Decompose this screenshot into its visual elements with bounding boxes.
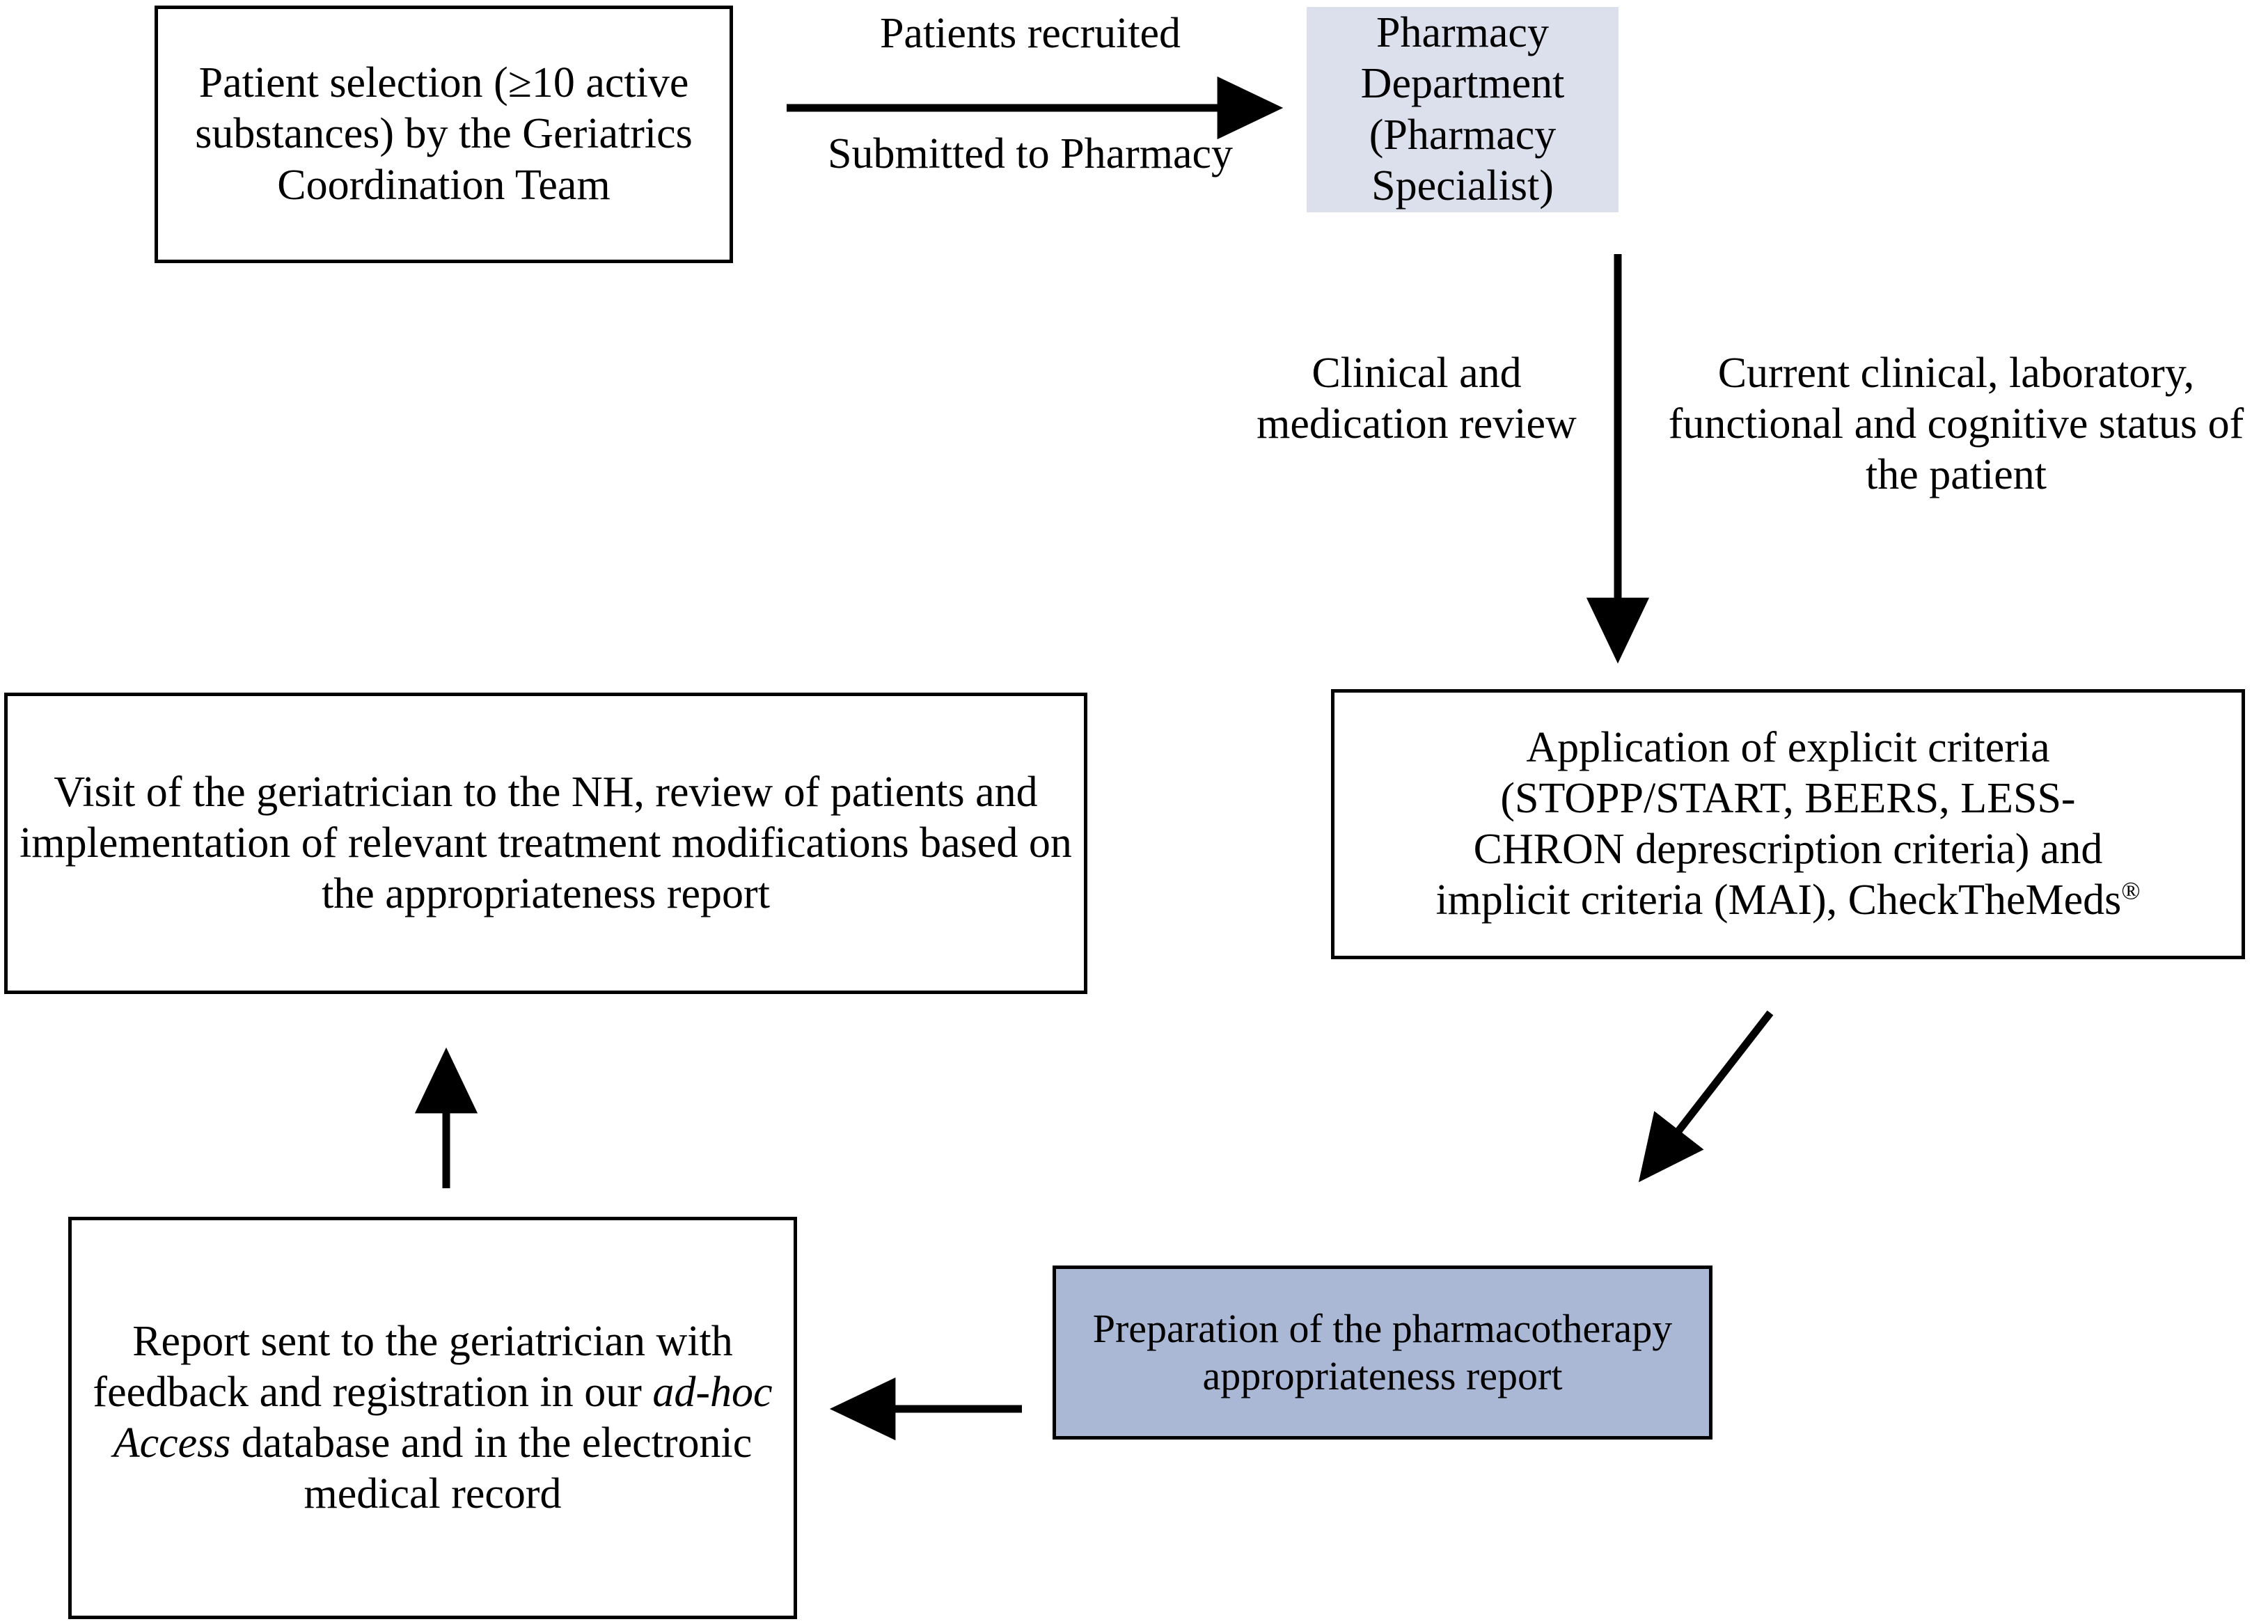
edge-label-current-status: Current clinical, laboratory, functional…: [1668, 349, 2244, 499]
edge-label-patients-recruited: Patients recruited: [879, 10, 1181, 57]
node-patient-selection: Patient selection (≥10 active substances…: [155, 6, 733, 263]
node-geriatrician-visit-label: Visit of the geriatrician to the NH, rev…: [19, 768, 1072, 918]
node-geriatrician-visit: Visit of the geriatrician to the NH, rev…: [4, 693, 1087, 994]
node-criteria-line-4-text: implicit criteria (MAI), CheckTheMeds: [1435, 876, 2122, 924]
node-preparation-label: Preparation of the pharmacotherapy appro…: [1092, 1305, 1673, 1398]
node-pharmacy-department-label: Pharmacy Department (Pharmacy Specialist…: [1360, 9, 1565, 210]
node-report-sent-label: Report sent to the geriatrician with fee…: [72, 1316, 794, 1520]
node-criteria-line-4: implicit criteria (MAI), CheckTheMeds®: [1435, 876, 2140, 924]
arrow-criteria-to-preparation: [1638, 1010, 1774, 1183]
node-criteria-label: Application of explicit criteria (STOPP/…: [1426, 723, 2150, 927]
node-preparation: Preparation of the pharmacotherapy appro…: [1053, 1266, 1712, 1440]
node-patient-selection-label: Patient selection (≥10 active substances…: [195, 59, 693, 209]
node-criteria: Application of explicit criteria (STOPP/…: [1331, 689, 2245, 959]
node-report-sent-post: database and in the electronic medical r…: [230, 1419, 753, 1518]
node-pharmacy-department: Pharmacy Department (Pharmacy Specialist…: [1307, 7, 1619, 212]
node-report-sent-italic: ad-hoc Access: [113, 1368, 773, 1467]
node-report-sent: Report sent to the geriatrician with fee…: [68, 1217, 797, 1619]
edge-label-clinical-and-medication-review: Clinical and medication review: [1257, 349, 1577, 448]
node-criteria-line-2: (STOPP/START, BEERS, LESS-: [1500, 774, 2076, 822]
node-report-sent-pre: Report sent to the geriatrician with fee…: [93, 1317, 733, 1416]
registered-trademark-icon: ®: [2121, 876, 2141, 905]
node-criteria-line-3: CHRON deprescription criteria) and: [1473, 826, 2103, 873]
edge-label-submitted-to-pharmacy: Submitted to Pharmacy: [827, 130, 1234, 178]
node-criteria-line-1: Application of explicit criteria: [1526, 723, 2050, 771]
